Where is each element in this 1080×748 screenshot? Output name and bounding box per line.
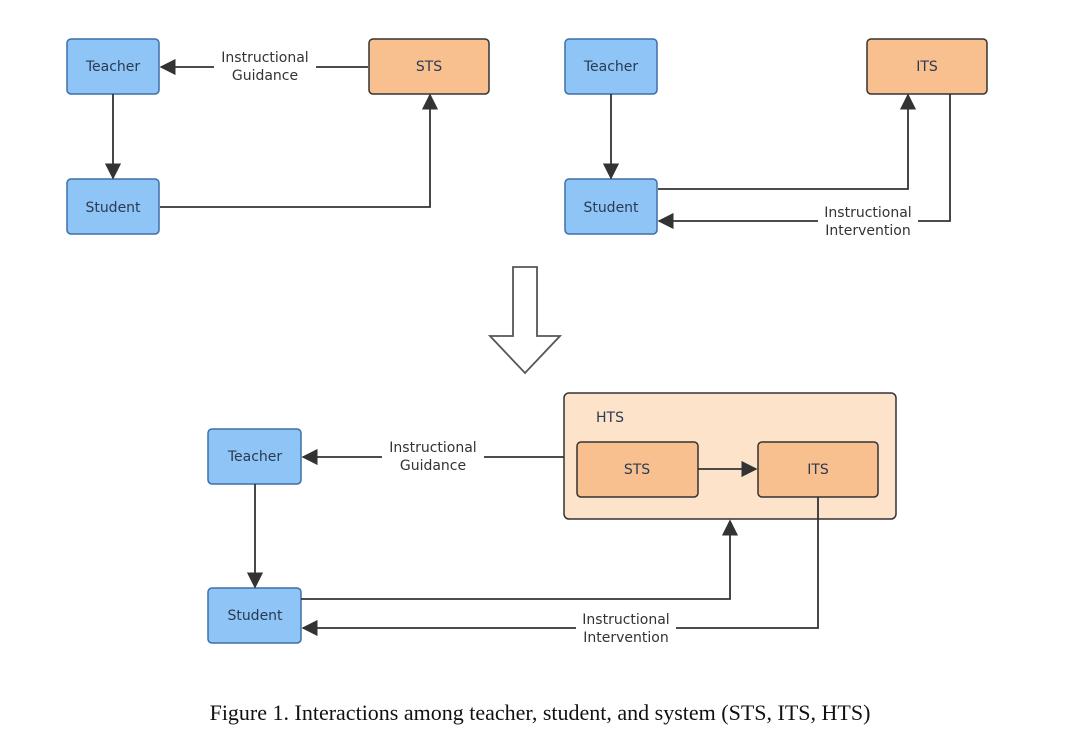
intervention-label-line1: Instructional: [582, 612, 669, 628]
teacher-label: Teacher: [583, 59, 639, 75]
transition-down-arrow: [487, 266, 563, 375]
guidance-label-line1: Instructional: [221, 50, 308, 66]
diagram-top-right: Teacher Student ITS Instructional Interv…: [564, 38, 988, 241]
teacher-label: Teacher: [85, 59, 141, 75]
its-label: ITS: [916, 59, 938, 75]
intervention-label-line2: Intervention: [583, 630, 668, 646]
intervention-label-line2: Intervention: [825, 223, 910, 239]
student-to-hts-arrow: [301, 519, 739, 600]
hts-label: HTS: [596, 410, 624, 426]
student-label: Student: [85, 200, 141, 216]
figure-caption: Figure 1. Interactions among teacher, st…: [209, 700, 871, 725]
student-label: Student: [583, 200, 639, 216]
guidance-label-line1: Instructional: [389, 440, 476, 456]
diagram-bottom: HTS STS ITS Teacher Student Instructiona…: [207, 392, 897, 648]
its-label: ITS: [807, 462, 829, 478]
its-to-student-arrow: [301, 497, 819, 637]
teacher-label: Teacher: [227, 449, 283, 465]
its-node: [866, 38, 988, 95]
guidance-label-line2: Guidance: [400, 458, 466, 474]
student-to-its-arrow: [658, 93, 917, 190]
sts-label: STS: [416, 59, 442, 75]
student-to-sts-arrow: [160, 93, 439, 208]
diagram-top-left: Teacher Student STS Instructional Guidan…: [66, 38, 490, 235]
sts-label: STS: [624, 462, 650, 478]
guidance-label-line2: Guidance: [232, 68, 298, 84]
student-label: Student: [227, 608, 283, 624]
its-to-student-arrow: [657, 94, 951, 230]
intervention-label-line1: Instructional: [824, 205, 911, 221]
